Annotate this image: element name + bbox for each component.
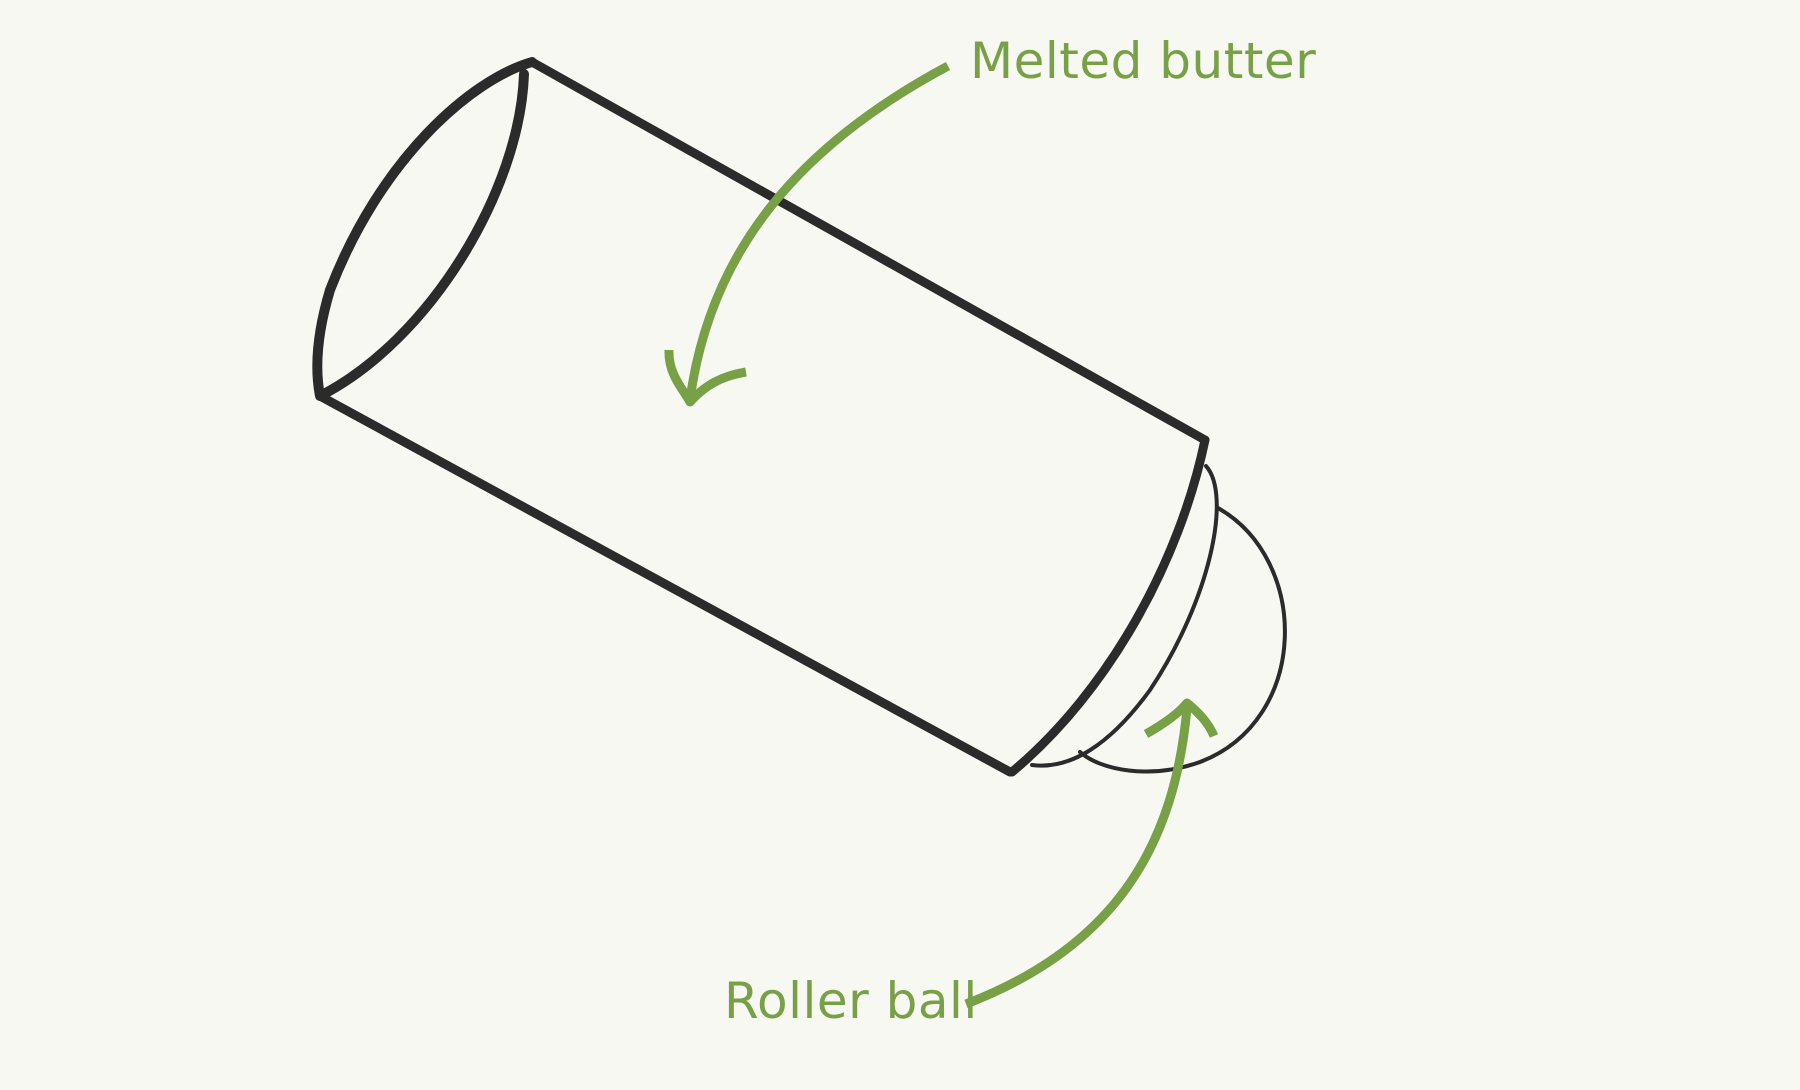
applicator-body <box>312 57 1287 777</box>
tube-bottom-edge <box>315 391 1015 777</box>
roller-ball-arrow <box>964 707 1192 1009</box>
roller-ball-label: Roller ball <box>724 972 978 1030</box>
tube-back-end <box>312 57 537 401</box>
melted-butter-label: Melted butter <box>970 32 1317 90</box>
melted-butter-arrow <box>685 62 951 401</box>
roller-ball-arrowhead <box>1143 698 1219 738</box>
roller-ball <box>1078 506 1287 774</box>
tube-front-rim <box>1007 435 1210 777</box>
melted-butter-arrowhead <box>664 349 747 407</box>
tube-top-edge <box>527 57 1210 445</box>
annotation-arrows <box>664 62 1219 1009</box>
